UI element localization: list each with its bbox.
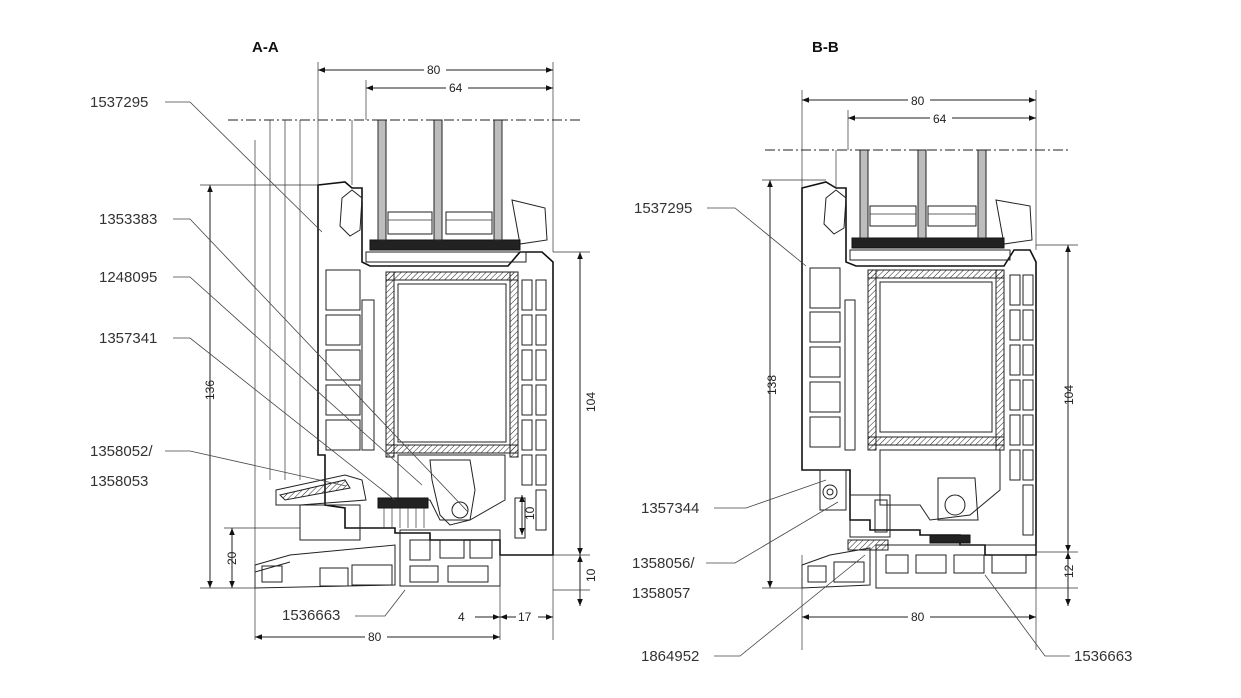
label-a-1358052: 1358052/ — [90, 443, 153, 460]
section-a-frame — [317, 181, 554, 556]
section-b: B-B — [632, 39, 1132, 665]
section-a-title: A-A — [252, 39, 279, 56]
section-b-dimensions: 80 64 138 104 12 80 — [762, 93, 1078, 624]
section-b-glazing — [765, 90, 1070, 250]
dim-a-bottom-17: 17 — [518, 610, 532, 624]
dim-b-bottom-width: 80 — [911, 610, 925, 624]
label-b-1358057: 1358057 — [632, 585, 690, 602]
dim-a-small-20: 20 — [225, 551, 239, 565]
dim-b-height-left: 138 — [765, 375, 779, 395]
dim-b-glass-width: 64 — [933, 112, 947, 126]
label-a-1358053: 1358053 — [90, 473, 148, 490]
dim-a-small-10-inner: 10 — [523, 506, 537, 520]
dim-b-height-right: 104 — [1062, 385, 1076, 405]
dim-b-top-width: 80 — [911, 94, 925, 108]
label-a-1537295: 1537295 — [90, 94, 148, 111]
dim-a-bottom-width: 80 — [368, 630, 382, 644]
dim-b-small-12: 12 — [1062, 564, 1076, 578]
section-b-frame — [801, 181, 1037, 556]
label-b-1864952: 1864952 — [641, 648, 699, 665]
section-a-glazing — [228, 119, 580, 252]
section-a-labels: 1537295 1353383 1248095 1357341 1358052/… — [90, 94, 469, 624]
section-b-threshold — [801, 534, 1037, 650]
label-b-1358056: 1358056/ — [632, 555, 695, 572]
label-a-1353383: 1353383 — [99, 211, 157, 228]
label-a-1536663: 1536663 — [282, 607, 340, 624]
section-a-threshold — [254, 120, 554, 640]
label-a-1248095: 1248095 — [99, 269, 157, 286]
section-b-labels: 1537295 1357344 1358056/ 1358057 1864952… — [632, 200, 1132, 665]
dim-a-glass-width: 64 — [449, 81, 463, 95]
label-b-1357344: 1357344 — [641, 500, 699, 517]
label-b-1536663: 1536663 — [1074, 648, 1132, 665]
section-a: A-A — [90, 39, 598, 644]
dim-a-top-width: 80 — [427, 63, 441, 77]
dim-a-bottom-4: 4 — [458, 610, 465, 624]
section-a-dimensions: 80 64 136 104 20 10 10 4 1 — [200, 62, 598, 644]
label-a-1357341: 1357341 — [99, 330, 157, 347]
dim-a-small-10-outer: 10 — [584, 568, 598, 582]
label-b-1537295: 1537295 — [634, 200, 692, 217]
dim-a-height-left: 136 — [203, 380, 217, 400]
dim-a-height-right: 104 — [584, 392, 598, 412]
section-b-title: B-B — [812, 39, 839, 56]
